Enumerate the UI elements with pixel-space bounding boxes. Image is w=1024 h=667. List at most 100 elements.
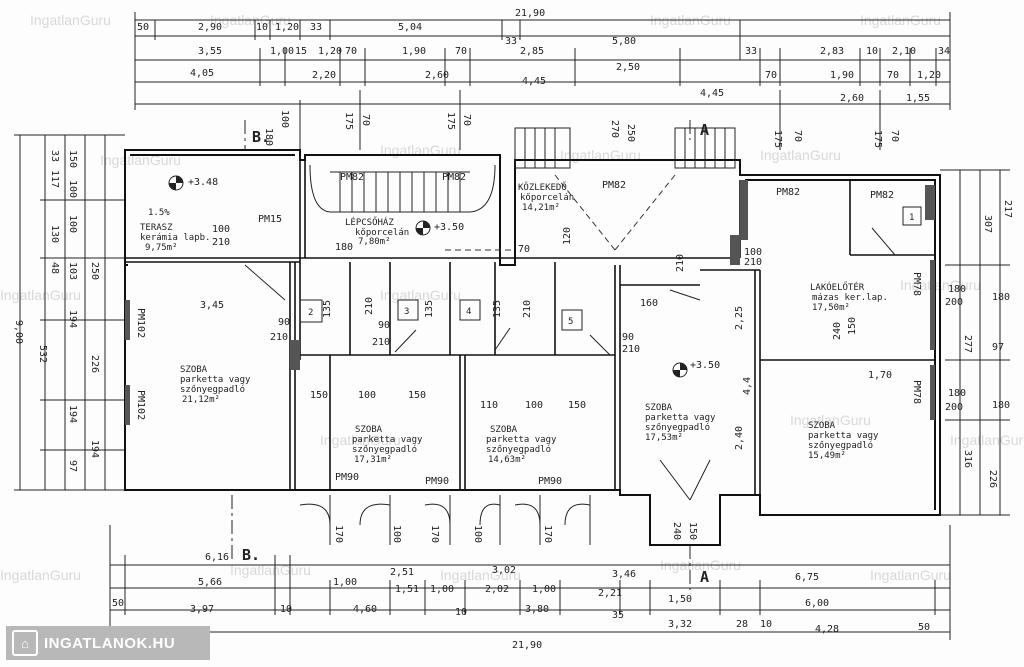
dim-l-0: 33: [49, 150, 60, 162]
dim-b3-10: 4,28: [815, 624, 839, 635]
dim-t1-4: 33: [310, 22, 322, 33]
dim-l-2: 150: [67, 150, 78, 168]
szoba2-l2: szőnyegpadló: [352, 444, 417, 455]
dim-bv-0: 170: [333, 525, 344, 543]
dim-t3-1: 2,20: [312, 70, 336, 81]
terasz-slope: 1.5%: [148, 208, 170, 218]
szoba2-area: 17,31m²: [354, 455, 392, 465]
pm-code-10: PM90: [425, 476, 449, 487]
dim-tv-6: 250: [625, 124, 636, 142]
int-dim-11: 2,40: [734, 426, 745, 450]
dim-t2-7: 2,85: [520, 46, 544, 57]
lepcsohaz-area: 7,80m²: [358, 237, 391, 247]
top-dimension-texts: 21,90 50 2,90 10 1,20 33 5,04 33 5,80 3,…: [137, 8, 950, 148]
dim-t2-3: 1,20: [318, 46, 342, 57]
dim-tv-7: 270: [609, 120, 620, 138]
dim-bv-3: 100: [472, 525, 483, 543]
dim-l-3: 100: [67, 180, 78, 198]
lepcsohaz-material: kőporcelán: [355, 228, 409, 238]
dim-r-8: 200: [945, 402, 963, 413]
dim-b1-2: 3,02: [492, 565, 516, 576]
dim-tv-5: 70: [461, 114, 472, 126]
dim-bv-6: 150: [687, 522, 698, 540]
dim-l-13: 194: [89, 440, 100, 458]
dim-bv-2: 170: [429, 525, 440, 543]
dim-b3-7: 3,32: [668, 619, 692, 630]
door-dim-8: 210: [744, 257, 762, 268]
dim-t2-10: 2,83: [820, 46, 844, 57]
dim-bv-1: 100: [391, 525, 402, 543]
dim-tv-8: 175: [772, 130, 783, 148]
dim-tv-4: 175: [445, 112, 456, 130]
door-dim-12: 210: [364, 297, 375, 315]
dim-r-11: 226: [987, 470, 998, 488]
dim-t1-2: 10: [256, 22, 268, 33]
dim-l-14: 97: [67, 460, 78, 472]
dim-t2-13: 34: [938, 46, 950, 57]
szoba3-l1: parketta vagy: [486, 435, 557, 445]
dim-r-2: 180: [948, 284, 966, 295]
brand-banner[interactable]: ⌂ INGATLANOK.HU: [6, 626, 210, 660]
dim-t2-0: 3,55: [198, 46, 222, 57]
watermark-9: IngatlanGuru: [0, 287, 81, 303]
dim-b1-1: 2,51: [390, 567, 414, 578]
pm-code-3: PM82: [602, 180, 626, 191]
dim-l-1: 117: [49, 170, 60, 188]
side-dimension-texts: 9,00 33 117 150 100 130 100 48 103 250 1…: [13, 150, 1013, 488]
dim-b4-0: 6,00: [805, 598, 829, 609]
pm-code-7: PM102: [135, 308, 146, 338]
dim-r-4: 180: [992, 292, 1010, 303]
dim-t3-5: 1,90: [830, 70, 854, 81]
dim-tv-1: 100: [279, 110, 290, 128]
kozlekedo-material: kőporcelán: [520, 193, 574, 203]
szoba4-name: SZOBA: [645, 403, 673, 413]
int-dim-4: 150: [408, 390, 426, 401]
door-dim-18: 160: [640, 298, 658, 309]
level-markers: [168, 175, 688, 378]
watermark-15: IngatlanGuru: [0, 567, 81, 583]
szoba1-area: 21,12m²: [182, 395, 220, 405]
lakoeloter-name: LAKÓELŐTÉR: [810, 281, 865, 293]
dim-l-9: 194: [67, 310, 78, 328]
top-dimension-lines: [134, 12, 951, 150]
left-total-dim: 9,00: [13, 320, 24, 344]
dim-t1-5: 5,04: [398, 22, 422, 33]
pm-code-4: PM82: [776, 187, 800, 198]
closet-5: 5: [568, 317, 573, 327]
level-texts: +3.48 +3.50 +3.50: [188, 177, 720, 371]
int-dim-2: 150: [310, 390, 328, 401]
watermark-8: IngatlanGuru: [760, 147, 841, 163]
house-icon: ⌂: [12, 630, 38, 656]
dim-t2-4: 70: [345, 46, 357, 57]
dim-bv-5: 240: [671, 522, 682, 540]
terasz-area: 9,75m²: [145, 243, 178, 253]
door-dim-1: 100: [212, 224, 230, 235]
dim-b1-3: 3,46: [612, 569, 636, 580]
dim-b3-8: 28: [736, 619, 748, 630]
dim-l-6: 48: [49, 262, 60, 274]
terasz-name: TERASZ: [140, 223, 173, 233]
pm-code-6: PM15: [258, 214, 282, 225]
dim-tv-11: 70: [889, 130, 900, 142]
dim-b3-11: 50: [918, 622, 930, 633]
watermark-19: IngatlanGuru: [870, 567, 951, 583]
bottom-dimension-texts: 6,16 2,51 3,02 3,46 5,66 1,00 1,51 1,00 …: [112, 522, 930, 651]
pm-code-1: PM82: [340, 172, 364, 183]
level-terasz: +3.48: [188, 177, 218, 188]
door-dim-10: 210: [270, 332, 288, 343]
closets: [299, 206, 922, 331]
szoba4-l1: parketta vagy: [645, 413, 716, 423]
dim-r-0: 217: [1002, 200, 1013, 218]
dim-t3-4: 70: [765, 70, 777, 81]
dim-b2-1: 1,00: [333, 577, 357, 588]
door-dim-5: 120: [562, 227, 573, 245]
watermark-13: IngatlanGuru: [790, 412, 871, 428]
szoba4-area: 17,53m²: [645, 433, 683, 443]
szoba5-l1: parketta vagy: [808, 431, 879, 441]
pm-code-11: PM90: [538, 476, 562, 487]
watermark-12: IngatlanGuru: [320, 432, 401, 448]
closet-1: 1: [909, 213, 914, 223]
dim-r-7: 180: [948, 388, 966, 399]
dim-b3-9: 10: [760, 619, 772, 630]
watermark-10: IngatlanGuru: [380, 287, 461, 303]
